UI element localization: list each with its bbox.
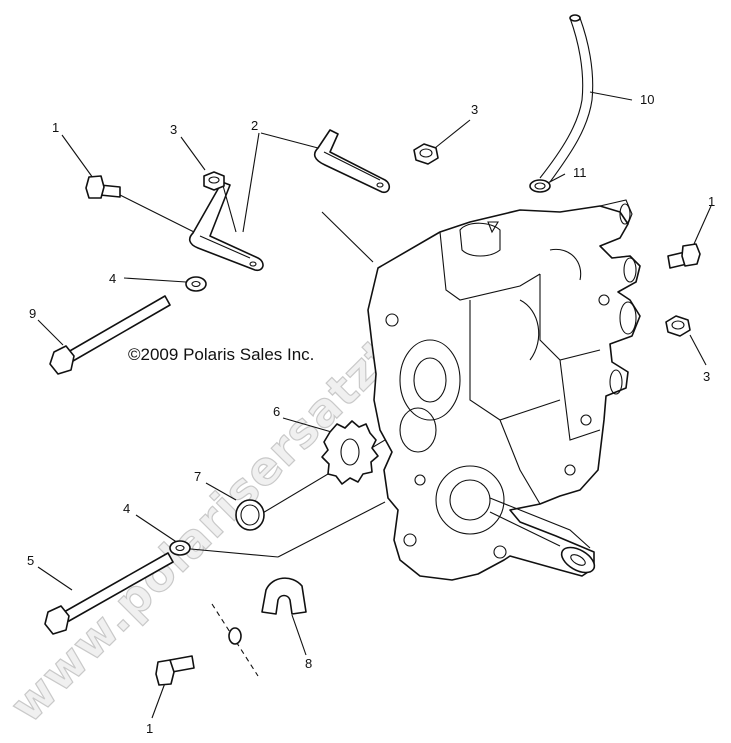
callout-10: 10 [640, 92, 654, 107]
oring-part-7 [235, 499, 265, 531]
washer-part-4-b [169, 540, 191, 556]
nut-part-3-b [413, 143, 439, 165]
callout-3: 3 [471, 102, 478, 117]
callout-2: 2 [251, 118, 258, 133]
clamp-part-11 [529, 179, 551, 193]
long-bolt-part-5 [44, 552, 174, 635]
long-bolt-part-9 [49, 295, 171, 375]
callout-11: 11 [573, 165, 587, 180]
callout-1: 1 [708, 194, 715, 209]
callout-3: 3 [170, 122, 177, 137]
gearcase-housing [367, 199, 641, 581]
bracket-part-2-right [313, 129, 391, 194]
callout-7: 7 [194, 469, 201, 484]
nut-part-3-c [665, 315, 691, 337]
bolt-part-1-top-left [85, 175, 121, 199]
dowel [228, 627, 242, 645]
nut-part-3-a [203, 171, 225, 191]
copyright-text: ©2009 Polaris Sales Inc. [128, 345, 314, 364]
callout-3: 3 [703, 369, 710, 384]
callout-8: 8 [305, 656, 312, 671]
callout-labels: 1 3 2 3 10 11 1 4 9 3 6 7 4 5 8 1 [27, 92, 715, 736]
callout-9: 9 [29, 306, 36, 321]
sprocket-part-6 [321, 420, 379, 485]
callout-1: 1 [146, 721, 153, 736]
block-part-8 [261, 577, 307, 615]
callout-4: 4 [123, 501, 130, 516]
hose-part-10 [539, 14, 594, 183]
bolt-part-1-bottom [155, 655, 195, 686]
washer-part-4-a [185, 276, 207, 292]
bracket-part-2-left [188, 181, 264, 272]
callout-4: 4 [109, 271, 116, 286]
callout-5: 5 [27, 553, 34, 568]
callout-6: 6 [273, 404, 280, 419]
callout-1: 1 [52, 120, 59, 135]
bolt-part-1-right [667, 243, 701, 269]
